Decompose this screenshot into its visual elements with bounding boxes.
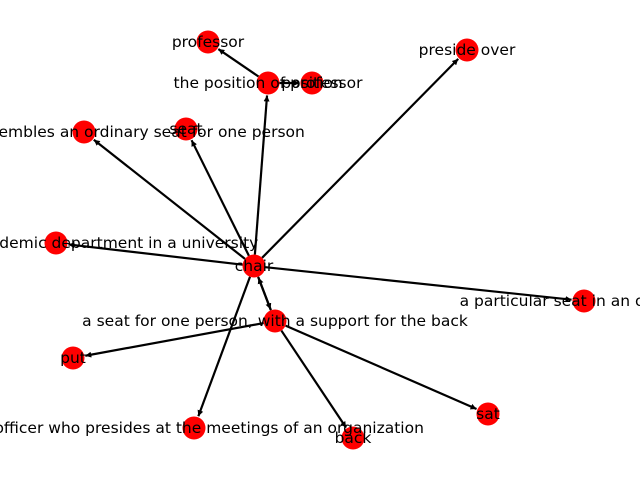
node-position2: [300, 71, 324, 95]
edge-seatperson-to-sat: [285, 324, 477, 411]
node-put: [61, 346, 85, 370]
edge-chair-to-head: [68, 242, 243, 266]
edges-layer: [68, 48, 572, 429]
node-label-preside: preside over: [419, 41, 516, 59]
node-back: [341, 426, 365, 450]
node-label-particular: a particular seat in an orchestra: [460, 292, 640, 310]
edge-chair-to-seat: [190, 139, 250, 257]
node-head: [44, 231, 68, 255]
node-particular: [572, 289, 596, 313]
edge-chair-to-electrocution: [93, 138, 246, 260]
edge-chair-to-position: [253, 95, 270, 255]
node-sat: [476, 402, 500, 426]
node-label-electrocution: electrocution; resembles an ordinary sea…: [0, 123, 305, 141]
edge-chair-to-particular: [265, 266, 572, 303]
node-seatperson: [263, 309, 287, 333]
node-label-sat: sat: [476, 405, 500, 423]
node-label-seatperson: a seat for one person, with a support fo…: [82, 312, 468, 330]
node-seat: [174, 117, 198, 141]
edge-seatperson-to-back: [280, 329, 347, 429]
edge-seatperson-to-put: [85, 321, 264, 358]
edge-position-to-professor: [217, 48, 260, 78]
node-label-head: the head of an academic department in a …: [0, 234, 258, 252]
node-chair: [242, 254, 266, 278]
node-label-officer: the officer who presides at the meetings…: [0, 419, 424, 437]
edge-chair-to-preside: [261, 58, 460, 259]
node-label-position: the position of professor: [174, 74, 364, 92]
node-professor: [196, 30, 220, 54]
node-label-professor: professor: [172, 33, 245, 51]
node-label-back: back: [335, 429, 372, 447]
node-electrocution: [72, 120, 96, 144]
node-label-put: put: [60, 349, 86, 367]
edge-chair-to-officer: [197, 276, 252, 417]
nodes-layer: [44, 30, 596, 450]
node-officer: [182, 416, 206, 440]
node-label-chair: chair: [235, 257, 274, 275]
node-position: [256, 71, 280, 95]
edge-seatperson-to-chair: [257, 277, 272, 311]
node-label-seat: seat: [169, 120, 202, 138]
node-preside: [455, 38, 479, 62]
node-label-position2: position: [281, 74, 342, 92]
